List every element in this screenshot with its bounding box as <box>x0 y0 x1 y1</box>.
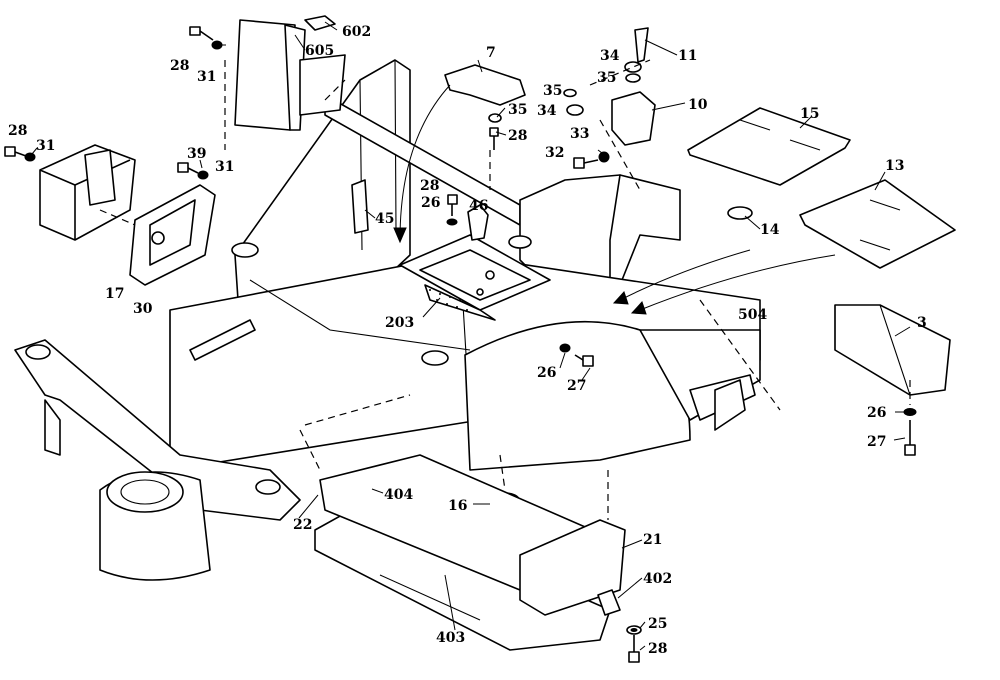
part-14-washer <box>727 206 753 220</box>
part-13-mat <box>799 179 956 269</box>
label-27-right: 27 <box>867 434 886 450</box>
part-7-bracket <box>444 64 526 106</box>
main-frame <box>14 59 761 581</box>
part-11-pin <box>634 27 649 63</box>
leader-lines <box>31 21 911 651</box>
label-26-platform: 26 <box>421 195 440 211</box>
part-46-clip <box>467 204 489 241</box>
label-28-top: 28 <box>170 58 189 74</box>
label-3: 3 <box>917 315 927 331</box>
part-30-plate <box>129 184 216 286</box>
callout-labels: 602 605 28 31 7 11 34 35 35 34 10 35 28 … <box>8 24 927 657</box>
label-34-mid: 34 <box>537 103 557 119</box>
label-28-left: 28 <box>8 123 27 139</box>
label-26-right: 26 <box>867 405 886 421</box>
label-26-center: 26 <box>537 365 556 381</box>
part-605-602-panel <box>234 15 346 131</box>
assembly-lines <box>99 59 911 520</box>
label-504: 504 <box>738 307 767 323</box>
label-39: 39 <box>187 146 206 162</box>
label-605: 605 <box>305 43 334 59</box>
label-31-mid: 31 <box>215 159 234 175</box>
label-404: 404 <box>384 487 413 503</box>
label-15: 15 <box>800 106 819 122</box>
part-15-mat <box>687 107 851 186</box>
label-28-mid: 28 <box>508 128 527 144</box>
label-31-top: 31 <box>197 69 216 85</box>
label-602: 602 <box>342 24 371 40</box>
label-17: 17 <box>105 286 124 302</box>
label-22: 22 <box>293 517 312 533</box>
hardware <box>4 26 917 663</box>
label-33: 33 <box>570 126 589 142</box>
label-28-platform: 28 <box>420 178 439 194</box>
part-3-bracket <box>834 304 951 396</box>
label-203: 203 <box>385 315 414 331</box>
label-46: 46 <box>469 198 488 214</box>
label-10: 10 <box>688 97 708 113</box>
label-28-bottom: 28 <box>648 641 667 657</box>
label-34-top: 34 <box>600 48 620 64</box>
label-16: 16 <box>448 498 467 514</box>
part-45-clip <box>351 179 369 234</box>
label-35-mid: 35 <box>543 83 562 99</box>
label-403: 403 <box>436 630 465 646</box>
label-7: 7 <box>486 45 496 61</box>
part-17-box <box>39 144 136 241</box>
label-35-top-right: 35 <box>597 70 616 86</box>
label-35-left: 35 <box>508 102 527 118</box>
label-14: 14 <box>760 222 780 238</box>
label-13: 13 <box>885 158 904 174</box>
part-402-clip <box>597 589 621 616</box>
label-30: 30 <box>133 301 153 317</box>
part-21-pad <box>519 519 626 616</box>
label-45: 45 <box>375 211 394 227</box>
label-402: 402 <box>643 571 672 587</box>
label-32: 32 <box>545 145 564 161</box>
part-10-bracket <box>611 91 656 146</box>
label-31-left: 31 <box>36 138 55 154</box>
label-25: 25 <box>648 616 667 632</box>
label-27-center: 27 <box>567 378 586 394</box>
label-11: 11 <box>678 48 697 64</box>
label-21: 21 <box>643 532 662 548</box>
